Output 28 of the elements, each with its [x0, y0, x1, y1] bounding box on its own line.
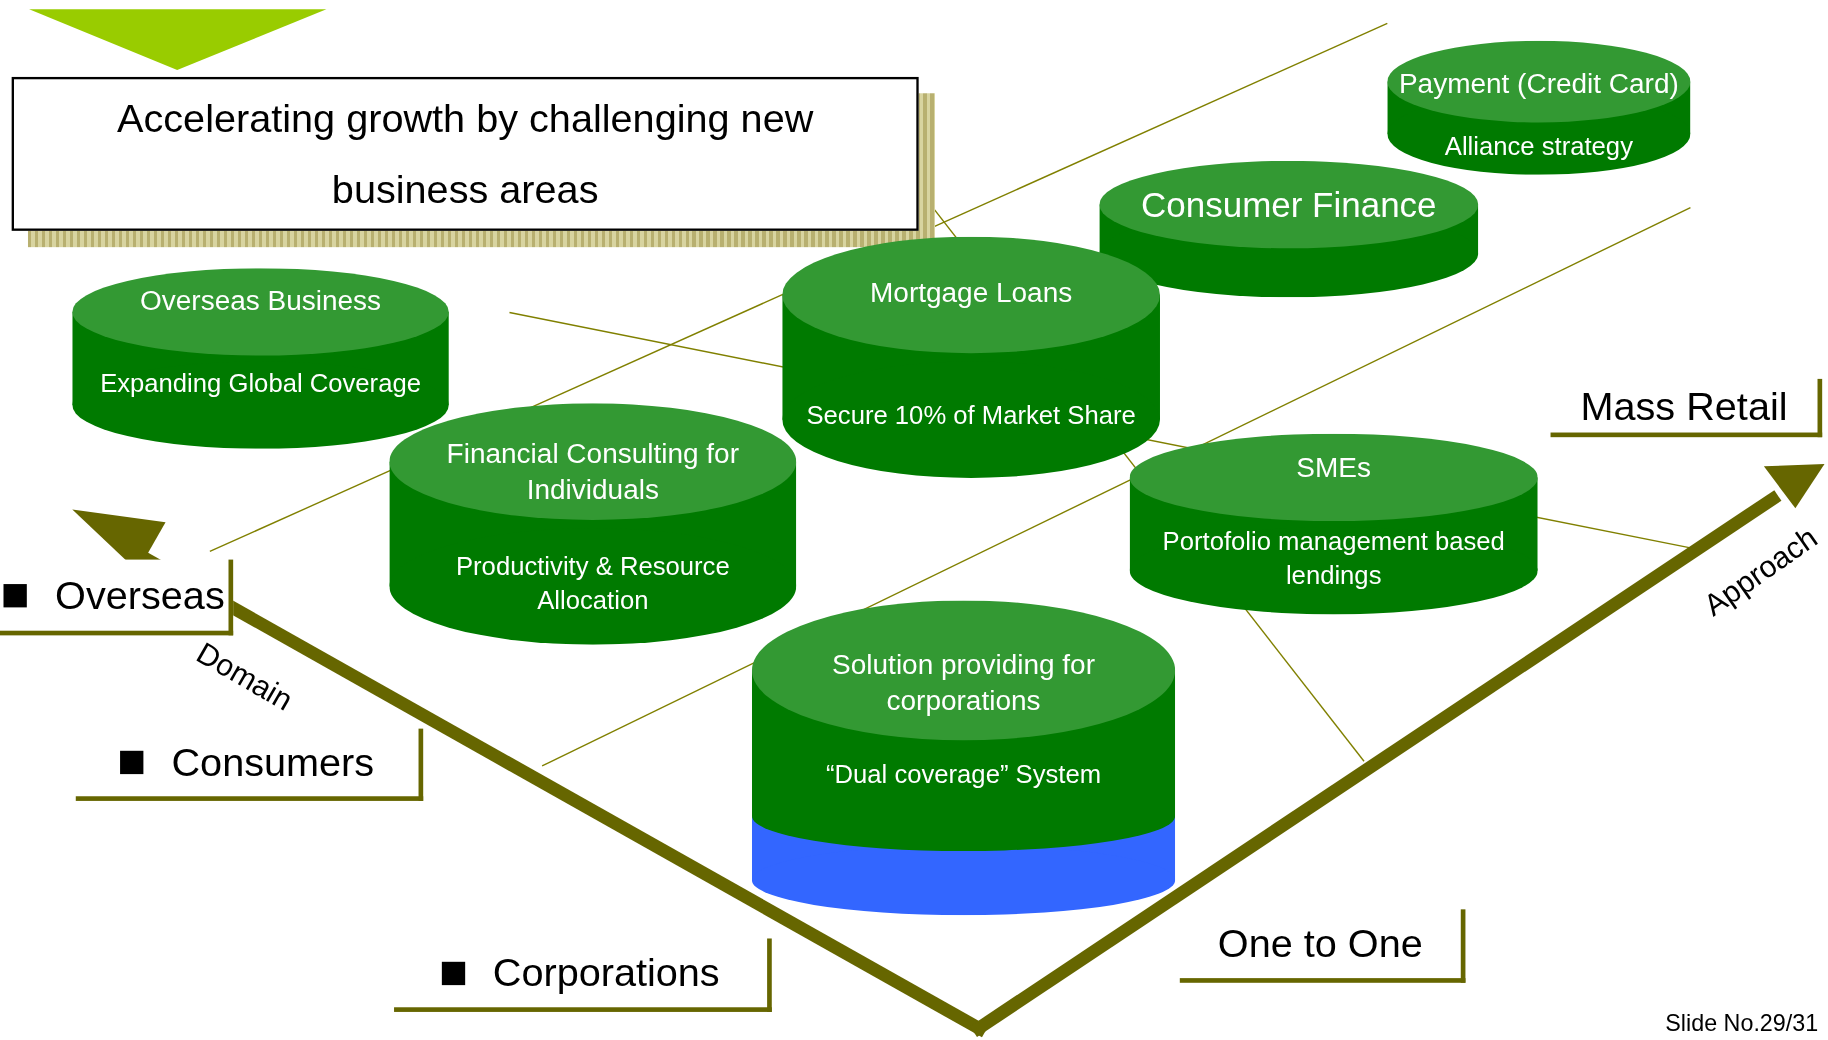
- cylinder: [1129, 433, 1538, 615]
- cylinder-text: “Dual coverage” System: [824, 758, 1103, 791]
- cylinder-heading: Solution providing for corporations: [831, 647, 1096, 718]
- title-box: Accelerating growth by challenging new business areas: [11, 76, 919, 231]
- cylinder: [1099, 160, 1479, 298]
- cylinder-heading: Mortgage Loans: [869, 275, 1074, 311]
- cylinder-text: Alliance strategy: [1443, 130, 1634, 163]
- axis-label: Overseas: [55, 572, 225, 618]
- cylinder-band: [751, 816, 1176, 916]
- axis-label: One to One: [1179, 909, 1466, 983]
- cylinder: [782, 236, 1160, 478]
- cylinder-heading: Consumer Finance: [1140, 183, 1438, 226]
- axis-label: Corporations: [492, 950, 720, 996]
- cylinder-text: Expanding Global Coverage: [99, 367, 422, 400]
- cylinder-heading: Financial Consulting for Individuals: [445, 435, 740, 507]
- cylinder-text: Productivity & Resource Allocation: [454, 550, 731, 616]
- cylinder-text: Secure 10% of Market Share: [805, 399, 1137, 432]
- cylinder: [72, 268, 449, 449]
- axis-label: Consumers: [171, 739, 375, 786]
- cylinder-heading: Overseas Business: [139, 283, 383, 319]
- axis-label: Mass Retail: [1550, 378, 1823, 438]
- cylinder-text: Portofolio management based lendings: [1161, 525, 1506, 592]
- slide-number: Slide No.29/31: [1664, 1008, 1820, 1037]
- cylinder: [389, 403, 797, 645]
- cylinder-heading: Payment (Credit Card): [1397, 67, 1680, 102]
- cylinder-heading: SMEs: [1295, 450, 1372, 486]
- cylinder: [751, 600, 1176, 817]
- cylinder: [1387, 40, 1691, 175]
